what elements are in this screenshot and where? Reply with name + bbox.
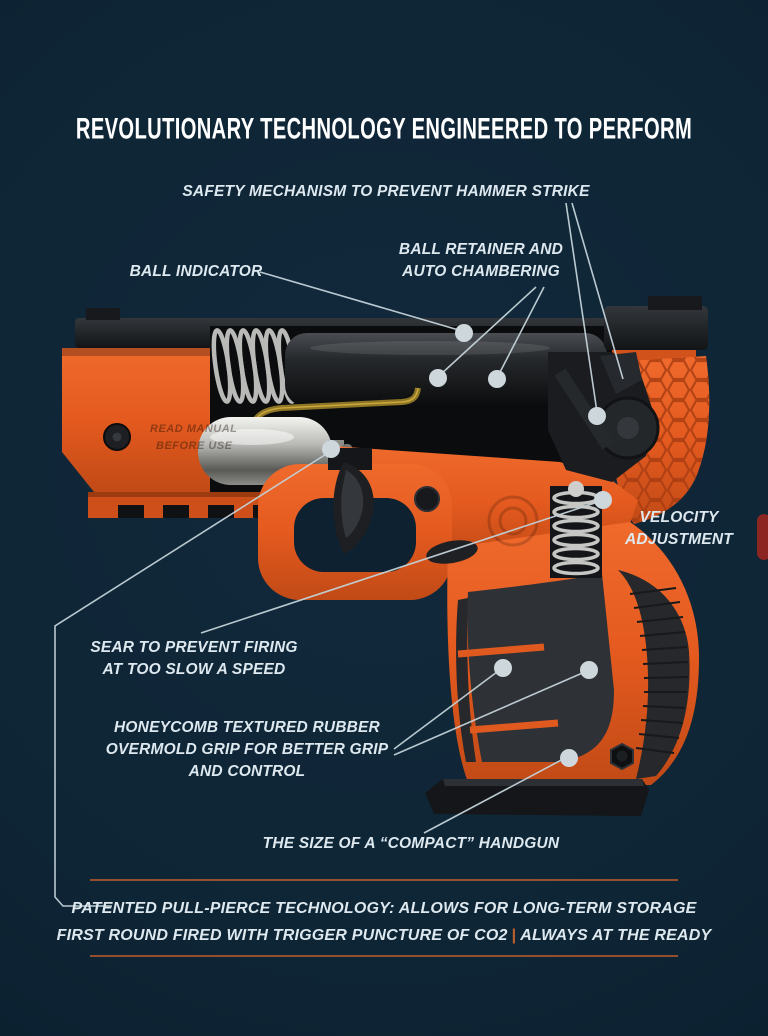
footer-line-2: FIRST ROUND FIRED WITH TRIGGER PUNCTURE … <box>57 926 712 946</box>
footer-divider-top <box>90 879 678 881</box>
safety-line-2 <box>571 202 624 380</box>
grip-hex-bolt <box>610 742 634 771</box>
velocity-sear-dot <box>594 491 612 509</box>
rear-sight <box>648 296 702 310</box>
brand-logo-emboss <box>487 495 539 547</box>
callout-label-safety-text: SAFETY MECHANISM TO PREVENT HAMMER STRIK… <box>182 183 590 200</box>
ball-retainer-line-2 <box>497 286 545 377</box>
grip-back-panel <box>618 570 690 779</box>
honeycomb-line-1 <box>393 668 502 750</box>
velocity-line1: VELOCITY <box>639 509 719 526</box>
pull-pierce-line <box>54 450 332 907</box>
trigger-pivot-block <box>328 448 372 470</box>
sear-line <box>200 500 602 634</box>
callout-label-size-text: THE SIZE OF A “COMPACT” HANDGUN <box>262 835 560 852</box>
frame-pin <box>414 486 440 512</box>
callout-label-safety: SAFETY MECHANISM TO PREVENT HAMMER STRIK… <box>182 181 589 203</box>
rear-slide-block <box>604 306 708 350</box>
ball-retainer-dot-2 <box>488 370 506 388</box>
honeycomb-line3: AND CONTROL <box>188 763 306 780</box>
edge-red-badge <box>757 514 768 560</box>
grip-dot-2 <box>580 661 598 679</box>
ball-indicator-line <box>259 271 463 332</box>
hammer-safety-dot <box>588 407 606 425</box>
hammer-cam-hub <box>617 417 639 439</box>
safety-line-1 <box>565 202 598 413</box>
grip-panel-slot-1 <box>457 643 545 658</box>
trigger-safety-lever <box>341 470 364 538</box>
grip-back-ribs <box>629 587 689 754</box>
embossed-warning-line1: READ MANUAL <box>150 423 237 435</box>
mainspring-screw <box>568 481 584 497</box>
co2-pull-pierce-dot <box>322 440 340 458</box>
page-title: REVOLUTIONARY TECHNOLOGY ENGINEERED TO P… <box>75 112 693 145</box>
velocity-line2: ADJUSTMENT <box>625 531 733 548</box>
footer-line-1: PATENTED PULL-PIERCE TECHNOLOGY: ALLOWS … <box>72 899 697 919</box>
honeycomb-line-2 <box>393 670 588 756</box>
callout-label-size: THE SIZE OF A “COMPACT” HANDGUN <box>263 833 560 855</box>
ball-retainer-line-1 <box>439 286 537 376</box>
magazine-base-highlight <box>443 779 644 786</box>
embossed-warning-line2: BEFORE USE <box>156 440 233 452</box>
frame-screw-center <box>112 432 122 442</box>
front-sight <box>86 308 120 320</box>
ball-retainer-line2: AUTO CHAMBERING <box>402 263 560 280</box>
grip-panel-slot-2 <box>469 719 559 734</box>
barrel-highlight <box>310 341 550 355</box>
ball-indicator-dot <box>455 324 473 342</box>
callout-label-ball-indicator: BALL INDICATOR <box>130 261 263 283</box>
grip-dot-1 <box>494 659 512 677</box>
grip-side-panel <box>467 574 614 762</box>
magazine-size-dot <box>560 749 578 767</box>
recoil-spring <box>211 328 298 404</box>
grip-front-panel <box>456 598 476 762</box>
magazine-base <box>425 779 649 816</box>
ball-retainer-line1: BALL RETAINER AND <box>398 241 564 258</box>
honeycomb-line1: HONEYCOMB TEXTURED RUBBER <box>114 719 380 736</box>
footer-line2-part2: ALWAYS AT THE READY <box>520 927 712 944</box>
pistol-artwork: READ MANUAL BEFORE USE <box>62 296 768 816</box>
co2-shine <box>210 429 294 445</box>
ball-retainer-dot-1 <box>429 369 447 387</box>
callout-dots <box>322 324 612 767</box>
callout-label-ball-indicator-text: BALL INDICATOR <box>129 263 263 280</box>
callout-lines <box>54 202 624 907</box>
callout-label-honeycomb: HONEYCOMB TEXTURED RUBBER OVERMOLD GRIP … <box>106 717 389 783</box>
footer-line2-part1: FIRST ROUND FIRED WITH TRIGGER PUNCTURE … <box>56 927 508 944</box>
sear-line2: AT TOO SLOW A SPEED <box>102 661 286 678</box>
sear-line1: SEAR TO PREVENT FIRING <box>90 639 298 656</box>
size-line <box>423 756 568 834</box>
front-frame-block <box>62 348 214 492</box>
callout-label-sear: SEAR TO PREVENT FIRING AT TOO SLOW A SPE… <box>90 637 297 681</box>
honeycomb-line2: OVERMOLD GRIP FOR BETTER GRIP <box>105 741 389 758</box>
hammer-lever <box>554 368 614 450</box>
front-frame-shadow <box>62 348 214 356</box>
callout-label-velocity: VELOCITY ADJUSTMENT <box>625 507 733 551</box>
footer-line2-separator: | <box>511 927 517 944</box>
footer-divider-bottom <box>90 955 678 957</box>
rail-shadow <box>88 492 300 497</box>
callout-label-ball-retainer: BALL RETAINER AND AUTO CHAMBERING <box>399 239 563 283</box>
footer-line1-text: PATENTED PULL-PIERCE TECHNOLOGY: ALLOWS … <box>71 900 697 917</box>
